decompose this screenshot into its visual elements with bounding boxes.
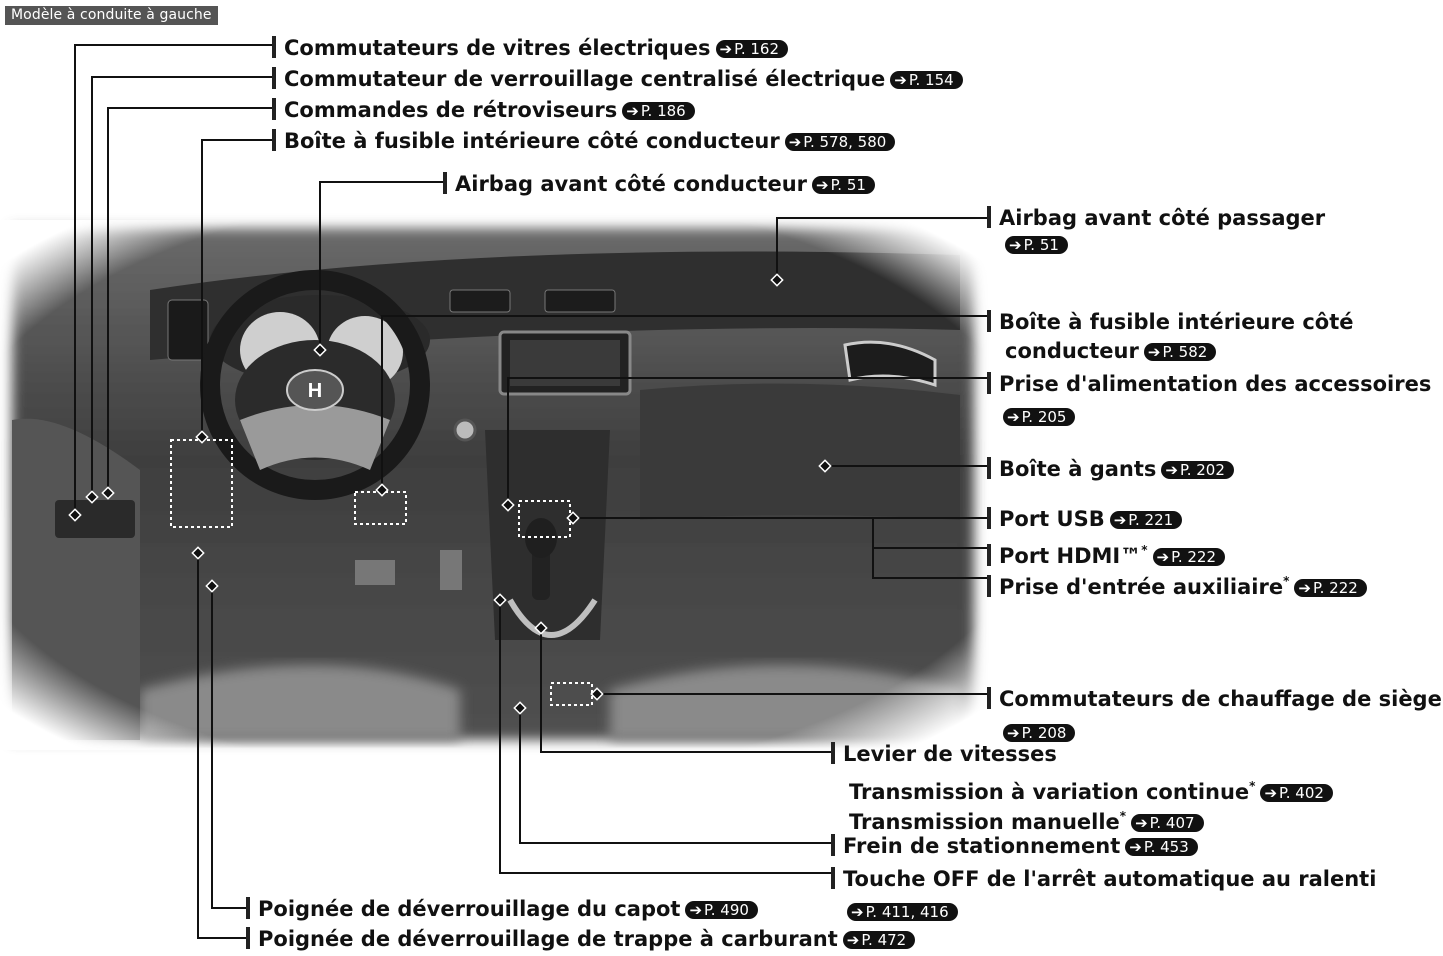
label-hdmi-port: Port HDMI™*➔P. 222 (987, 537, 1225, 569)
arrow-icon: ➔ (1007, 724, 1020, 742)
arrow-icon: ➔ (1129, 838, 1142, 856)
page-ref-162[interactable]: ➔P. 162 (716, 40, 788, 58)
label-aux-input: Prise d'entrée auxiliaire*➔P. 222 (987, 568, 1367, 600)
arrow-icon: ➔ (847, 931, 860, 949)
arrow-icon: ➔ (1135, 814, 1148, 832)
arrow-icon: ➔ (1007, 408, 1020, 426)
label-parking-brake: Frein de stationnement➔P. 453 (831, 833, 1198, 859)
page-ref-582[interactable]: ➔P. 582 (1144, 343, 1216, 361)
arrow-icon: ➔ (720, 40, 733, 58)
page-ref-407[interactable]: ➔P. 407 (1131, 814, 1203, 832)
label-airbag-passenger: Airbag avant côté passager ➔P. 51 (987, 205, 1325, 257)
arrow-icon: ➔ (894, 71, 907, 89)
arrow-icon: ➔ (1114, 511, 1127, 529)
page-ref-453[interactable]: ➔P. 453 (1125, 838, 1197, 856)
label-mirror-controls: Commandes de rétroviseurs➔P. 186 (272, 97, 695, 123)
page-ref-51-passenger[interactable]: ➔P. 51 (1005, 236, 1068, 254)
label-seat-heater: Commutateurs de chauffage de siège ➔P. 2… (987, 683, 1442, 749)
page-ref-222-hdmi[interactable]: ➔P. 222 (1153, 548, 1225, 566)
label-glove-box: Boîte à gants➔P. 202 (987, 456, 1234, 482)
page-ref-222-aux[interactable]: ➔P. 222 (1294, 579, 1366, 597)
label-gear-lever: Levier de vitesses (831, 741, 1057, 767)
page-ref-221[interactable]: ➔P. 221 (1110, 511, 1182, 529)
arrow-icon: ➔ (1148, 343, 1161, 361)
page-ref-186[interactable]: ➔P. 186 (622, 102, 694, 120)
page-ref-402[interactable]: ➔P. 402 (1260, 784, 1332, 802)
arrow-icon: ➔ (689, 901, 702, 919)
page-ref-202[interactable]: ➔P. 202 (1161, 461, 1233, 479)
honda-logo: H (308, 380, 322, 402)
arrow-icon: ➔ (1009, 236, 1022, 254)
photo-area (0, 220, 990, 750)
page-ref-205[interactable]: ➔P. 205 (1003, 408, 1075, 426)
arrow-icon: ➔ (789, 133, 802, 151)
page-ref-411-416[interactable]: ➔P. 411, 416 (847, 903, 958, 921)
label-window-switches: Commutateurs de vitres électriques➔P. 16… (272, 35, 788, 61)
arrow-icon: ➔ (1165, 461, 1178, 479)
page-ref-154[interactable]: ➔P. 154 (890, 71, 962, 89)
label-fuse-box-2: Boîte à fusible intérieure côté conducte… (987, 308, 1354, 366)
page-ref-472[interactable]: ➔P. 472 (843, 931, 915, 949)
page-ref-51-driver[interactable]: ➔P. 51 (812, 176, 875, 194)
label-usb-port: Port USB➔P. 221 (987, 506, 1182, 532)
label-cvt: Transmission à variation continue*➔P. 40… (849, 773, 1333, 805)
page-ref-578-580[interactable]: ➔P. 578, 580 (785, 133, 896, 151)
arrow-icon: ➔ (1157, 548, 1170, 566)
page-ref-208[interactable]: ➔P. 208 (1003, 724, 1075, 742)
label-hood-release: Poignée de déverrouillage du capot➔P. 49… (246, 896, 758, 922)
arrow-icon: ➔ (626, 102, 639, 120)
label-airbag-driver: Airbag avant côté conducteur➔P. 51 (443, 171, 875, 197)
label-fuse-box-driver: Boîte à fusible intérieure côté conducte… (272, 128, 895, 154)
arrow-icon: ➔ (1298, 579, 1311, 597)
label-door-lock: Commutateur de verrouillage centralisé é… (272, 66, 963, 92)
arrow-icon: ➔ (816, 176, 829, 194)
model-tag: Modèle à conduite à gauche (5, 6, 218, 25)
label-manual: Transmission manuelle*➔P. 407 (849, 803, 1204, 835)
label-accessory-socket: Prise d'alimentation des accessoires ➔P.… (987, 368, 1431, 432)
arrow-icon: ➔ (851, 903, 864, 921)
page-ref-490[interactable]: ➔P. 490 (685, 901, 757, 919)
label-idle-stop: Touche OFF de l'arrêt automatique au ral… (831, 863, 1376, 927)
label-fuel-door: Poignée de déverrouillage de trappe à ca… (246, 926, 915, 952)
arrow-icon: ➔ (1264, 784, 1277, 802)
